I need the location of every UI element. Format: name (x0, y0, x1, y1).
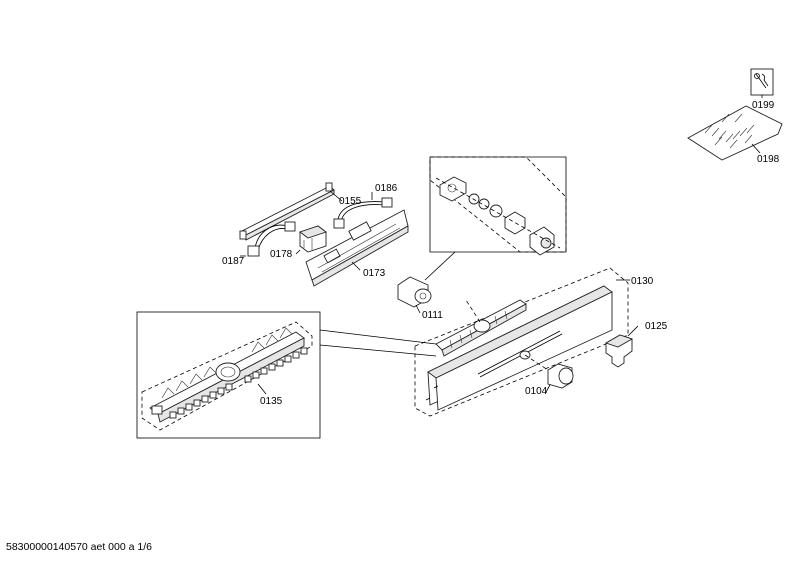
control-knob-part (524, 354, 574, 393)
control-module-part (305, 209, 409, 287)
label-0187: 0187 (222, 256, 245, 267)
label-0173: 0173 (363, 268, 386, 279)
label-0178: 0178 (270, 249, 293, 260)
button-strip-detail-callout (136, 311, 437, 439)
label-0104: 0104 (525, 386, 548, 397)
label-0125: 0125 (645, 321, 668, 332)
mounting-rail-part (239, 182, 343, 241)
label-0186: 0186 (375, 183, 398, 194)
label-0155: 0155 (339, 196, 362, 207)
cable-harness-part (333, 192, 393, 229)
label-0199: 0199 (752, 100, 775, 111)
cable-connector-part (240, 221, 296, 257)
label-0111: 0111 (422, 310, 443, 321)
label-0130: 0130 (631, 276, 654, 287)
label-0135: 0135 (260, 396, 283, 407)
label-0198: 0198 (757, 154, 780, 165)
encoder-detail-callout (424, 156, 567, 281)
light-guide-strip-part (435, 299, 527, 357)
knob-bracket-part (604, 325, 639, 368)
tool-icon (750, 68, 774, 98)
control-panel-part (414, 267, 630, 417)
connector-bracket-part (295, 225, 327, 255)
rotary-encoder-part (397, 276, 432, 314)
screw-bag-icon (687, 105, 783, 161)
document-id-footer: 58300000140570 aet 000 a 1/6 (6, 541, 152, 553)
